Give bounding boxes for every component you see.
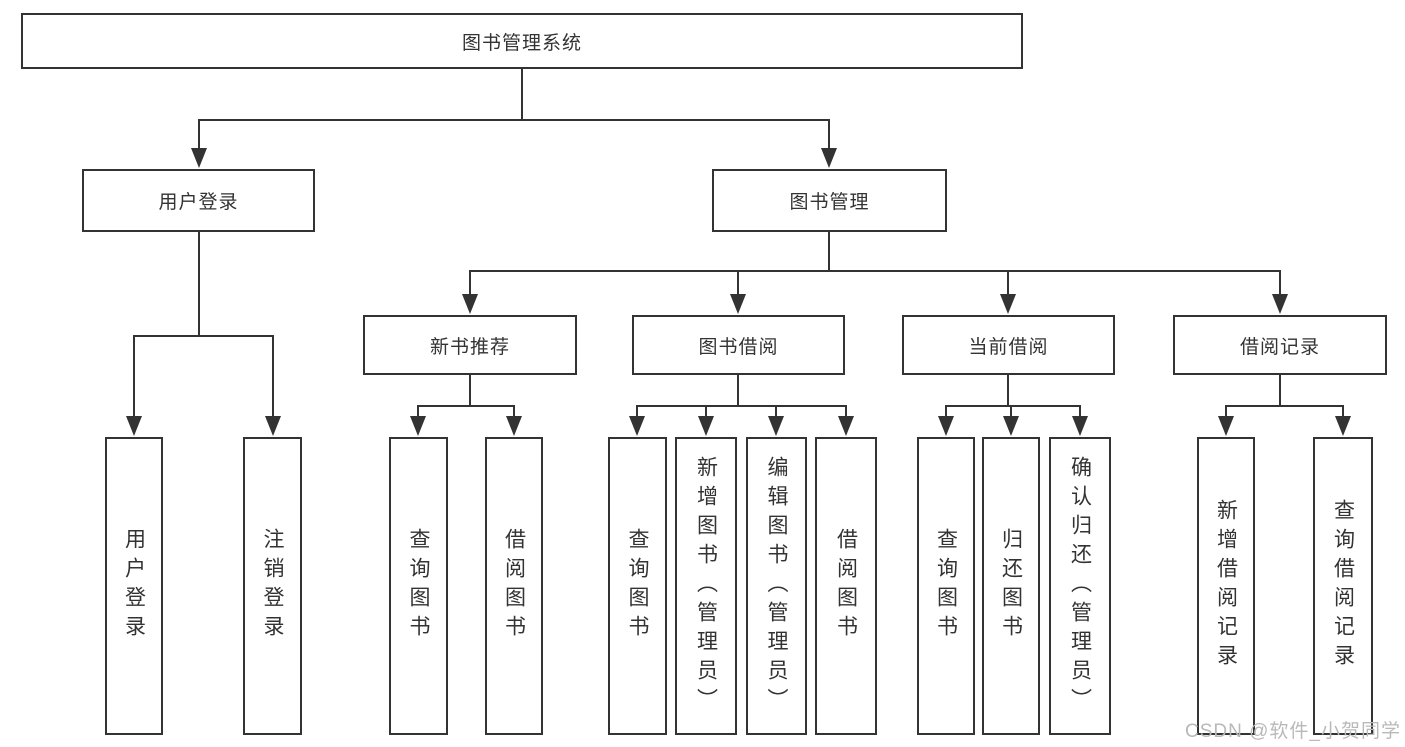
leaf-current-return-books-label: 归还图书 bbox=[999, 528, 1023, 644]
leaf-records-query-record: 查询借阅记录 bbox=[1313, 437, 1373, 735]
leaf-current-confirm-return-admin-label: 确认归还（管理员） bbox=[1068, 455, 1092, 717]
leaf-borrow-add-books-admin-label: 新增图书（管理员） bbox=[694, 455, 718, 717]
leaf-records-add-record: 新增借阅记录 bbox=[1197, 437, 1255, 735]
connector-records-group bbox=[1225, 375, 1344, 420]
leaf-borrow-borrow-books-label: 借阅图书 bbox=[834, 528, 858, 644]
leaf-current-query-books-label: 查询图书 bbox=[934, 528, 958, 644]
leaf-borrow-add-books-admin: 新增图书（管理员） bbox=[675, 437, 737, 735]
leaf-logout: 注销登录 bbox=[243, 437, 302, 735]
leaf-current-return-books: 归还图书 bbox=[982, 437, 1040, 735]
node-user-login: 用户登录 bbox=[82, 169, 315, 232]
node-book-management: 图书管理 bbox=[712, 169, 947, 232]
node-book-borrow: 图书借阅 bbox=[632, 315, 845, 375]
leaf-borrow-borrow-books: 借阅图书 bbox=[815, 437, 877, 735]
connector-borrow-group bbox=[636, 375, 847, 420]
leaf-current-query-books: 查询图书 bbox=[917, 437, 975, 735]
leaf-borrow-query-books: 查询图书 bbox=[608, 437, 667, 735]
leaf-records-add-record-label: 新增借阅记录 bbox=[1214, 499, 1238, 673]
watermark: CSDN @软件_小贺同学 bbox=[1185, 721, 1401, 742]
connector-root-to-level2 bbox=[198, 69, 830, 150]
connector-recommend-group bbox=[417, 375, 515, 420]
connector-current-group bbox=[945, 375, 1081, 420]
node-root: 图书管理系统 bbox=[21, 13, 1023, 69]
connector-book-mgmt-to-level3 bbox=[469, 232, 1281, 296]
leaf-current-confirm-return-admin: 确认归还（管理员） bbox=[1049, 437, 1111, 735]
leaf-recommend-query-books: 查询图书 bbox=[389, 437, 448, 735]
leaf-recommend-borrow-books: 借阅图书 bbox=[485, 437, 543, 735]
leaf-user-login: 用户登录 bbox=[105, 437, 163, 735]
leaf-borrow-edit-books-admin: 编辑图书（管理员） bbox=[746, 437, 807, 735]
node-current-borrow: 当前借阅 bbox=[902, 315, 1115, 375]
leaf-recommend-query-books-label: 查询图书 bbox=[407, 528, 430, 644]
node-new-book-recommend: 新书推荐 bbox=[363, 315, 577, 375]
node-borrow-records: 借阅记录 bbox=[1173, 315, 1387, 375]
leaf-logout-label: 注销登录 bbox=[261, 528, 284, 644]
leaf-user-login-label: 用户登录 bbox=[122, 528, 146, 644]
leaf-borrow-query-books-label: 查询图书 bbox=[626, 528, 649, 644]
leaf-records-query-record-label: 查询借阅记录 bbox=[1331, 499, 1355, 673]
leaf-borrow-edit-books-admin-label: 编辑图书（管理员） bbox=[765, 455, 788, 717]
leaf-recommend-borrow-books-label: 借阅图书 bbox=[502, 528, 526, 644]
connector-user-login-group bbox=[133, 232, 274, 418]
